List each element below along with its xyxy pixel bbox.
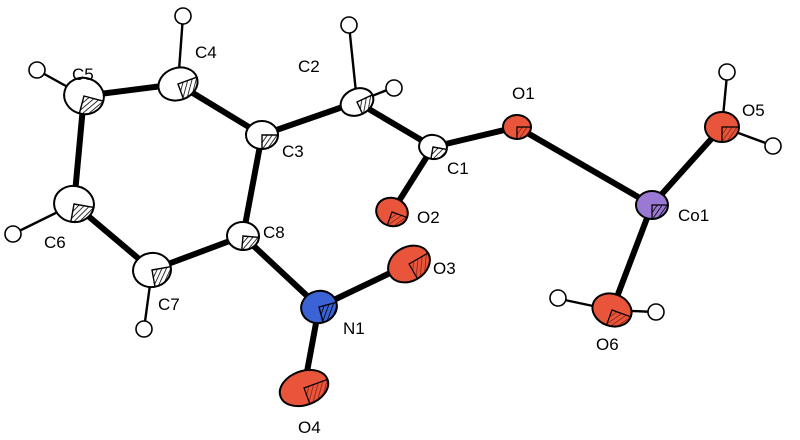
hydrogen-atom-o6a: [549, 289, 567, 307]
label-o3: O3: [433, 259, 456, 278]
atom-co1: [635, 190, 669, 220]
hydrogen-bonds: [11, 14, 773, 331]
oxygen-atoms: [278, 111, 740, 408]
label-o2: O2: [417, 208, 440, 227]
bond-o1-co1: [514, 124, 655, 208]
label-co1: Co1: [678, 206, 709, 225]
hydrogen-atom-c2a: [340, 16, 358, 34]
atom-c4: [157, 66, 199, 102]
hydrogen-atom-c2b: [385, 79, 403, 97]
heavy-bonds: [71, 81, 725, 391]
bond-co1-o5: [649, 124, 725, 208]
atom-c2: [339, 87, 375, 117]
atom-c3: [245, 120, 279, 150]
hydrogen-atom-o5b: [764, 137, 782, 155]
label-c8: C8: [263, 223, 285, 242]
hydrogen-atom-o5a: [718, 63, 736, 81]
bond-c8-c3: [240, 132, 265, 239]
atom-o2: [375, 196, 409, 228]
atom-o4: [278, 368, 330, 408]
label-c2: C2: [298, 57, 320, 76]
hydrogen-atom-c7: [135, 320, 153, 338]
atom-n1: [300, 289, 338, 325]
atom-c6: [53, 184, 95, 224]
label-n1: N1: [343, 319, 365, 338]
atom-o5: [704, 111, 740, 143]
hydrogen-atom-c4: [174, 7, 192, 25]
label-c6: C6: [44, 233, 66, 252]
hydrogen-atom-c5: [28, 61, 46, 79]
label-c7: C7: [158, 295, 180, 314]
atom-labels: C4 C5 C2 C3 C1 O1 O5 Co1 O2 C6 C8 O3 C7 …: [44, 43, 765, 437]
atom-o3: [387, 244, 431, 284]
label-o4: O4: [298, 418, 321, 437]
carbon-atoms: [53, 66, 448, 289]
label-c3: C3: [282, 142, 304, 161]
label-o1: O1: [512, 84, 535, 103]
atom-c7: [132, 251, 172, 289]
label-o6: O6: [596, 335, 619, 354]
hydrogen-atoms: [4, 7, 782, 338]
label-c4: C4: [195, 43, 217, 62]
atom-c1: [418, 133, 448, 161]
label-o5: O5: [742, 101, 765, 120]
label-c1: C1: [447, 159, 469, 178]
label-c5: C5: [72, 65, 94, 84]
atom-c5: [63, 76, 105, 116]
atom-c8: [226, 220, 260, 252]
hydrogen-atom-o6b: [647, 303, 665, 321]
bond-co1-o6: [609, 202, 655, 313]
hydrogen-atom-c6: [4, 225, 22, 243]
atom-o6: [591, 292, 633, 328]
atom-o1: [502, 114, 532, 140]
